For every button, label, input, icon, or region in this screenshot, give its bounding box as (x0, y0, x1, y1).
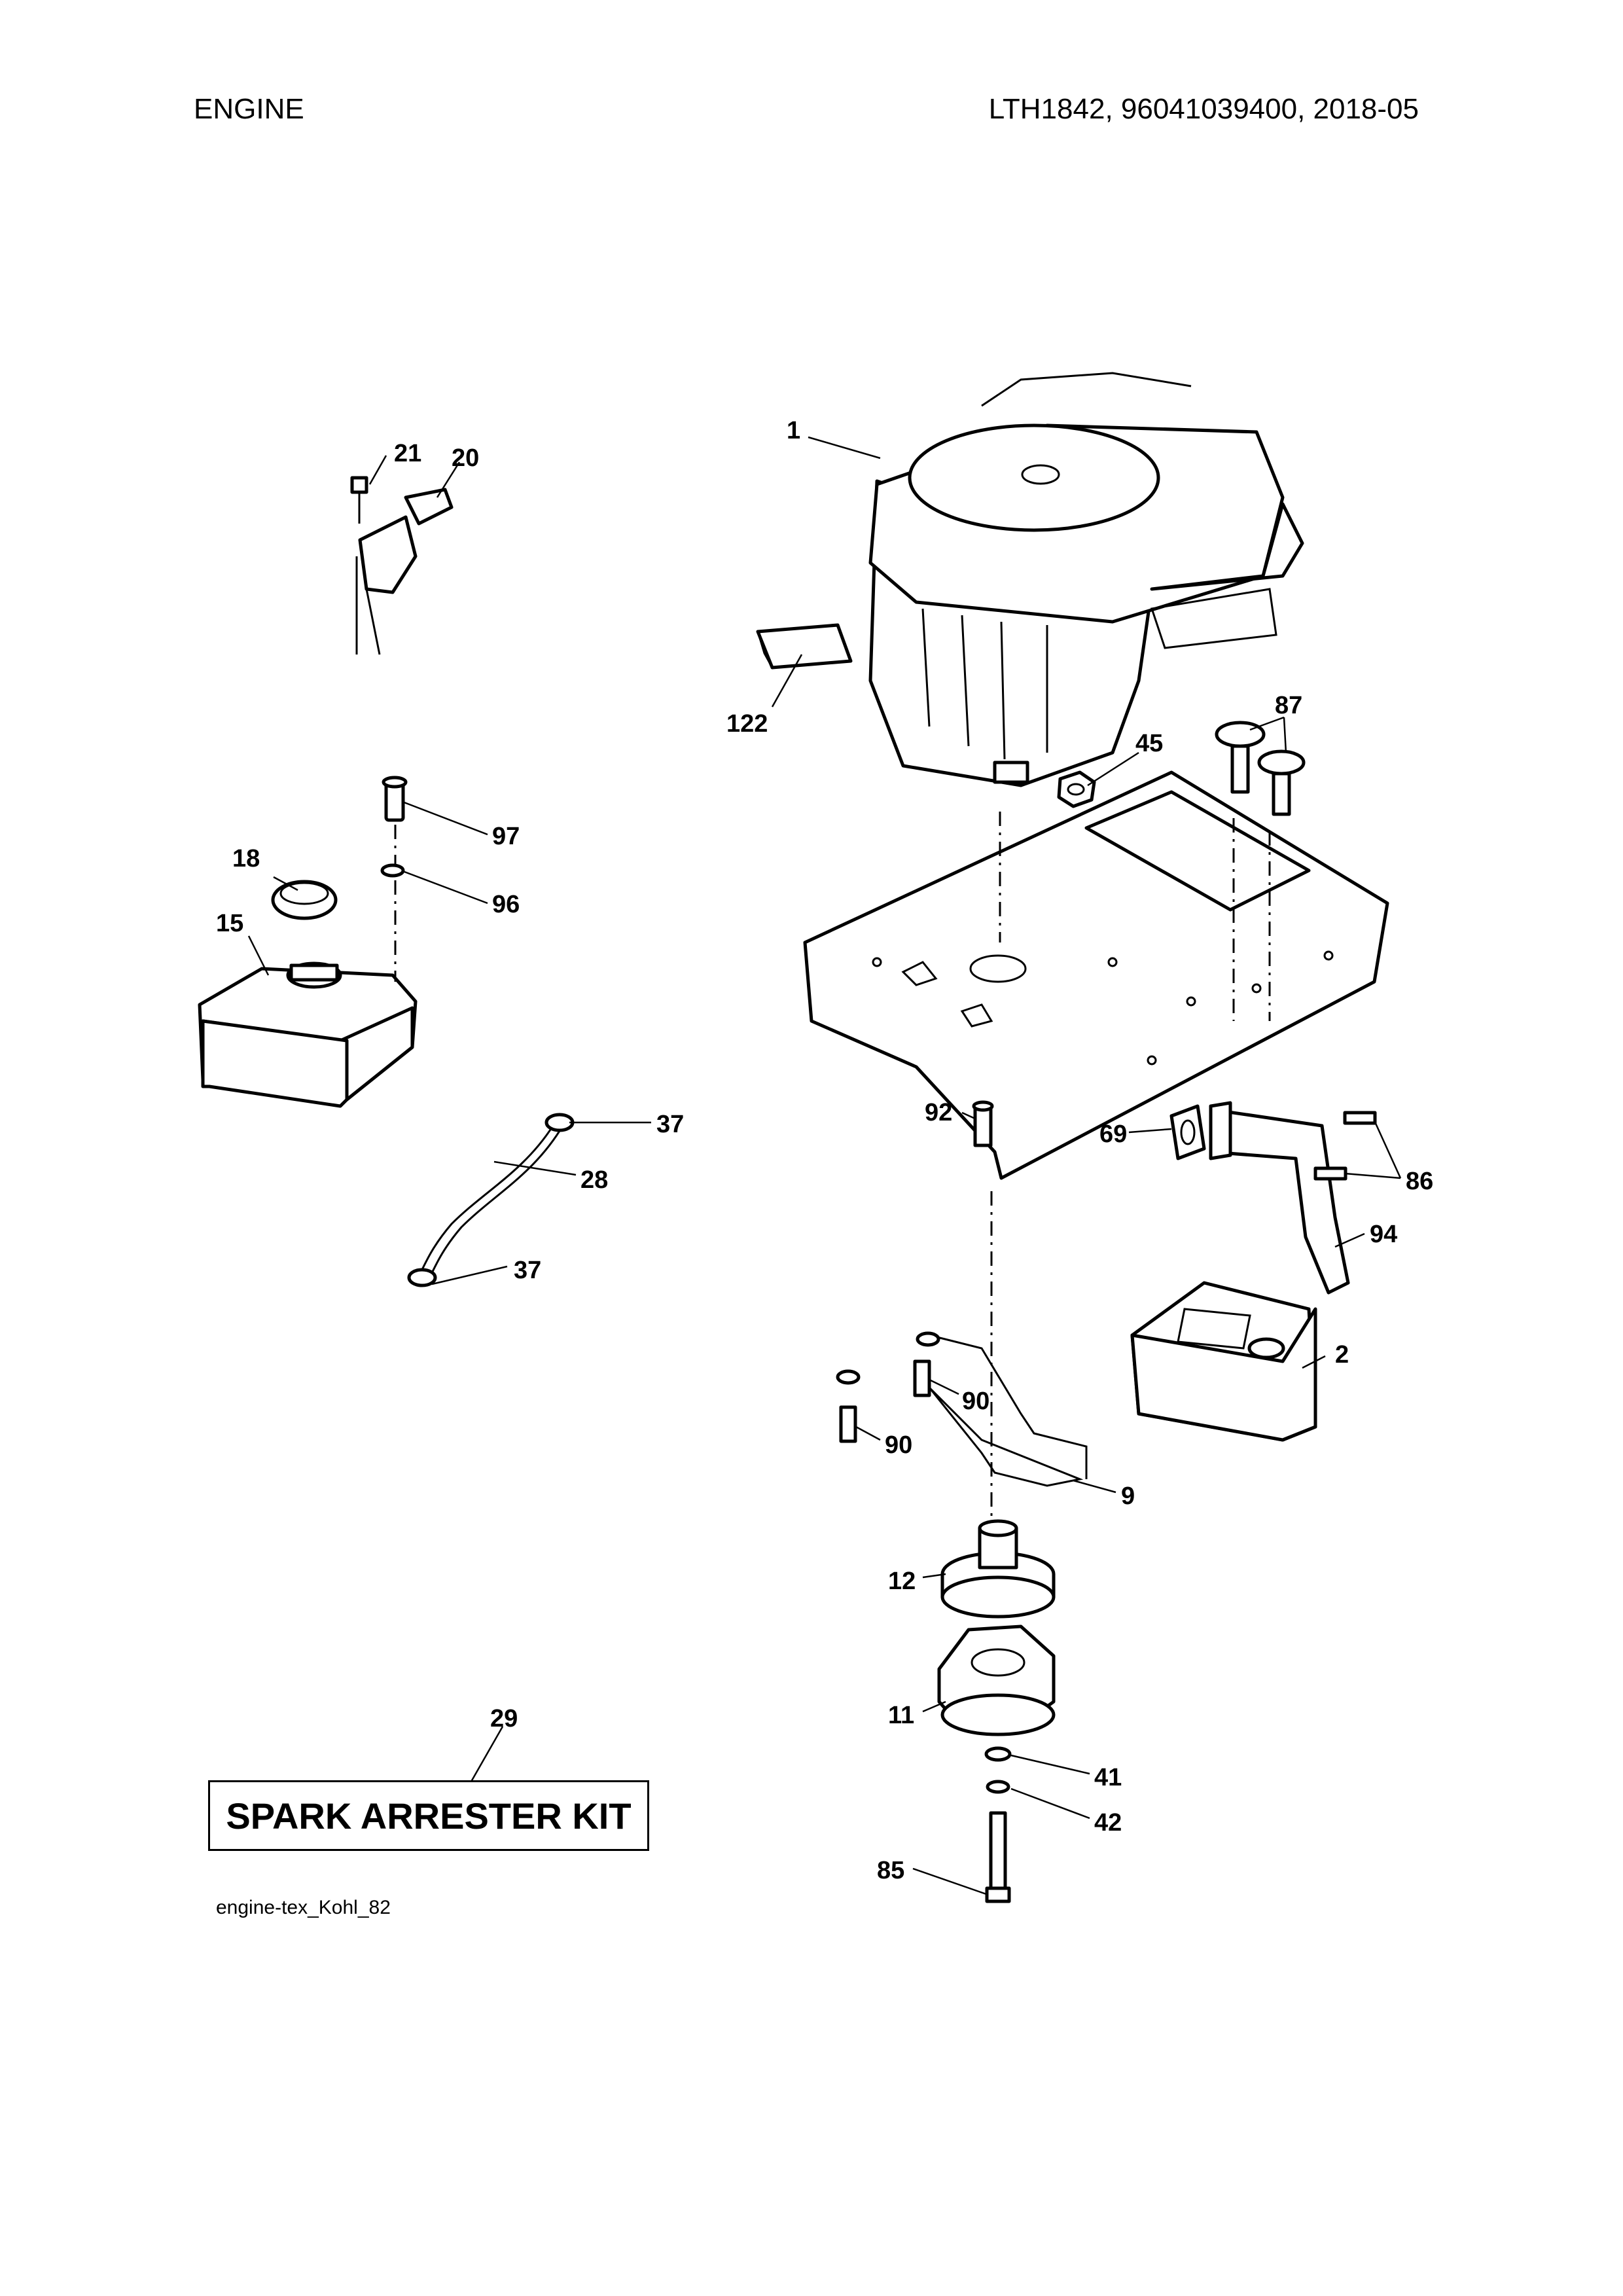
callout-94: 94 (1370, 1221, 1397, 1248)
part-45-nut (1057, 770, 1096, 808)
bolt-part-90 (839, 1359, 931, 1443)
heat-shield-rod-part (836, 1331, 1088, 1487)
callout-92: 92 (925, 1099, 952, 1126)
callout-20: 20 (452, 444, 479, 472)
spark-arrester-kit-label: SPARK ARRESTER KIT (208, 1780, 649, 1851)
pulley-part (940, 1519, 1056, 1619)
leader-lines (247, 436, 1402, 1896)
part-96-washer (380, 863, 405, 878)
callout-15: 15 (216, 910, 243, 937)
callout-86: 86 (1406, 1168, 1433, 1195)
part-122 (756, 623, 853, 670)
section-title: ENGINE (194, 93, 304, 125)
bolt-part-85 (985, 1811, 1011, 1903)
model-info: LTH1842, 96041039400, 2018-05 (988, 93, 1419, 125)
callout-45: 45 (1135, 730, 1163, 757)
callout-29: 29 (490, 1705, 518, 1732)
callout-122: 122 (726, 710, 768, 738)
part-92-bolt (972, 1100, 994, 1147)
fuel-cap-part (271, 880, 338, 920)
engine-part (868, 372, 1304, 787)
callout-37-bottom: 37 (514, 1257, 541, 1284)
fuel-line-part (407, 1113, 575, 1287)
throttle-control-part (350, 476, 454, 655)
exhaust-pipe-part (1209, 1101, 1350, 1295)
callout-90-upper: 90 (962, 1388, 990, 1415)
part-97-screw (382, 776, 408, 822)
drawing-reference: engine-tex_Kohl_82 (216, 1897, 391, 1918)
callout-11: 11 (888, 1702, 914, 1729)
clutch-part (937, 1624, 1056, 1736)
callout-90-lower: 90 (885, 1431, 912, 1459)
callout-97: 97 (492, 823, 520, 850)
callout-96: 96 (492, 891, 520, 918)
callout-18: 18 (232, 845, 260, 872)
washer-part-42 (986, 1780, 1010, 1794)
callout-85: 85 (877, 1857, 904, 1884)
callout-12: 12 (888, 1568, 916, 1595)
fuel-tank-part (198, 961, 418, 1108)
callout-9: 9 (1121, 1482, 1135, 1510)
screw-part-86 (1313, 1111, 1377, 1181)
callout-28: 28 (580, 1166, 608, 1194)
callout-69: 69 (1099, 1121, 1127, 1148)
muffler-part (1130, 1281, 1317, 1442)
chassis-plate (803, 770, 1389, 1180)
washer-part-41 (984, 1746, 1012, 1762)
callout-42: 42 (1094, 1809, 1122, 1837)
callout-37-top: 37 (656, 1111, 684, 1138)
callout-41: 41 (1094, 1764, 1122, 1791)
callout-87: 87 (1275, 692, 1302, 719)
part-87-bolts (1215, 721, 1306, 816)
callout-2: 2 (1335, 1341, 1349, 1369)
callout-21: 21 (394, 440, 421, 467)
gasket-part-69 (1169, 1104, 1206, 1160)
callout-1: 1 (787, 417, 800, 444)
